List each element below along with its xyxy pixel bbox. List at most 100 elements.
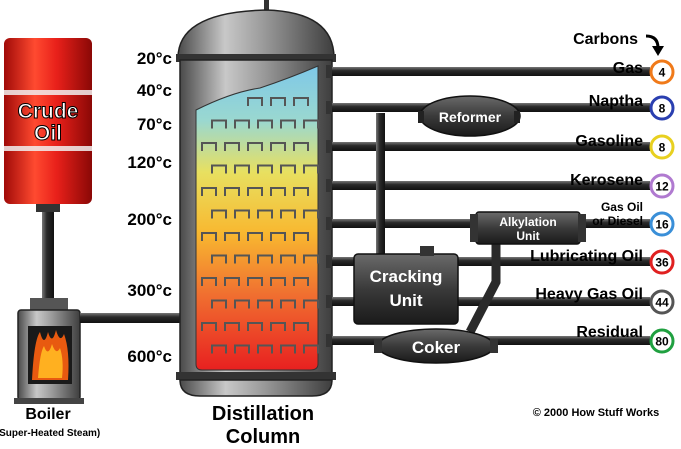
output-pipe — [332, 67, 650, 76]
carbon-badge: 36 — [649, 249, 675, 275]
product-name: Gas — [613, 60, 643, 77]
carbon-count: 12 — [655, 180, 669, 194]
tray-cap — [234, 299, 250, 309]
pipe-flange — [326, 217, 332, 230]
product-name: Residual — [576, 324, 643, 341]
boiler-column-pipe — [80, 313, 188, 323]
coker-unit: Coker — [374, 328, 498, 364]
carbons-label: Carbons — [573, 31, 638, 48]
badge-ring — [649, 328, 675, 354]
tray-cap — [270, 187, 286, 196]
pipe-flange — [326, 255, 332, 268]
tray-cap — [293, 277, 309, 286]
tray-cap — [224, 277, 240, 286]
tray-cap — [257, 299, 273, 309]
pipe-flange — [326, 65, 332, 78]
alkylation-unit: Alkylation Unit — [470, 211, 586, 245]
temp-label: 300°c — [127, 281, 172, 300]
badge-ring — [649, 95, 675, 121]
tray-cap — [211, 164, 227, 174]
tray-cap — [247, 97, 263, 106]
reformer-unit: Reformer — [418, 95, 521, 137]
tray-cap — [247, 142, 263, 151]
alkylation-coker-connector — [466, 240, 501, 335]
product-name: Heavy Gas Oil — [535, 286, 643, 303]
temp-label: 600°c — [127, 347, 172, 366]
tray-cap — [303, 254, 319, 264]
tray-cap — [293, 187, 309, 196]
badge-ring — [649, 249, 675, 275]
carbon-badge: 8 — [649, 134, 675, 160]
carbon-count: 36 — [655, 256, 669, 270]
temp-label: 70°c — [137, 115, 172, 134]
temperature-labels: 20°c 40°c 70°c 120°c 200°c 300°c 600°c — [127, 49, 172, 366]
crude-oil-label-line1: Crude — [18, 100, 79, 123]
temp-label: 20°c — [137, 49, 172, 68]
badge-ring — [649, 289, 675, 315]
tray-cap — [211, 344, 227, 354]
crude-oil-label-line2: Oil — [34, 122, 62, 145]
tray-cap — [234, 254, 250, 264]
tray-cap — [257, 344, 273, 354]
tray-cap — [224, 142, 240, 151]
boiler-sublabel: (Super-Heated Steam) — [0, 428, 100, 439]
tray-cap — [234, 164, 250, 174]
tray-cap — [303, 344, 319, 354]
tray-cap — [211, 119, 227, 129]
tray-cap — [211, 209, 227, 219]
tray-cap — [303, 119, 319, 129]
output-pipe — [332, 257, 650, 266]
carbon-count: 44 — [655, 296, 669, 310]
tray-cap — [280, 209, 296, 219]
tray-cap — [247, 322, 263, 331]
badge-ring — [649, 173, 675, 199]
carbon-count: 4 — [659, 66, 666, 80]
tray-cap — [293, 97, 309, 106]
tray-cap — [303, 299, 319, 309]
tray-cap — [303, 164, 319, 174]
product-name: Kerosene — [570, 172, 643, 189]
output-pipe — [332, 297, 650, 306]
cracking-label-line2: Unit — [389, 291, 422, 310]
tray-cap — [247, 187, 263, 196]
tray-cap — [280, 344, 296, 354]
cracking-unit: Cracking Unit — [353, 246, 459, 325]
tray-cap — [293, 232, 309, 241]
product-list: Gas Naptha Gasoline Kerosene Gas Oil or … — [530, 60, 643, 341]
tray-cap — [234, 209, 250, 219]
column-label-line1: Distillation — [212, 403, 314, 425]
product-name: or Diesel — [592, 214, 643, 228]
carbon-badges: 4 8 8 12 16 36 44 80 — [649, 59, 675, 354]
carbon-badge: 4 — [649, 59, 675, 85]
product-name: Gasoline — [575, 133, 643, 150]
tray-cap — [280, 299, 296, 309]
carbon-badge: 44 — [649, 289, 675, 315]
alkylation-label-line1: Alkylation — [499, 215, 556, 229]
product-name: Naptha — [589, 93, 643, 110]
tray-cap — [257, 254, 273, 264]
tray-cap — [293, 322, 309, 331]
tray-cap — [201, 277, 217, 286]
tray-cap — [247, 277, 263, 286]
tray-cap — [280, 254, 296, 264]
carbon-badge: 80 — [649, 328, 675, 354]
tray-cap — [201, 142, 217, 151]
reformer-label: Reformer — [439, 109, 502, 125]
tray-cap — [224, 322, 240, 331]
distillation-column — [176, 0, 336, 397]
tray-cap — [234, 344, 250, 354]
output-pipe — [332, 181, 650, 190]
column-label-line2: Column — [226, 426, 300, 448]
arrow-head-icon — [652, 46, 664, 56]
reformer-cracking-connector — [376, 113, 385, 261]
pipe-flange — [326, 101, 332, 114]
cracking-label-line1: Cracking — [370, 267, 443, 286]
pipe-flange — [326, 295, 332, 308]
pipe-flange — [326, 334, 332, 347]
boiler-label: Boiler — [25, 406, 70, 423]
tray-cap — [270, 322, 286, 331]
carbon-count: 16 — [655, 218, 669, 232]
badge-ring — [649, 211, 675, 237]
carbon-count: 8 — [659, 102, 666, 116]
